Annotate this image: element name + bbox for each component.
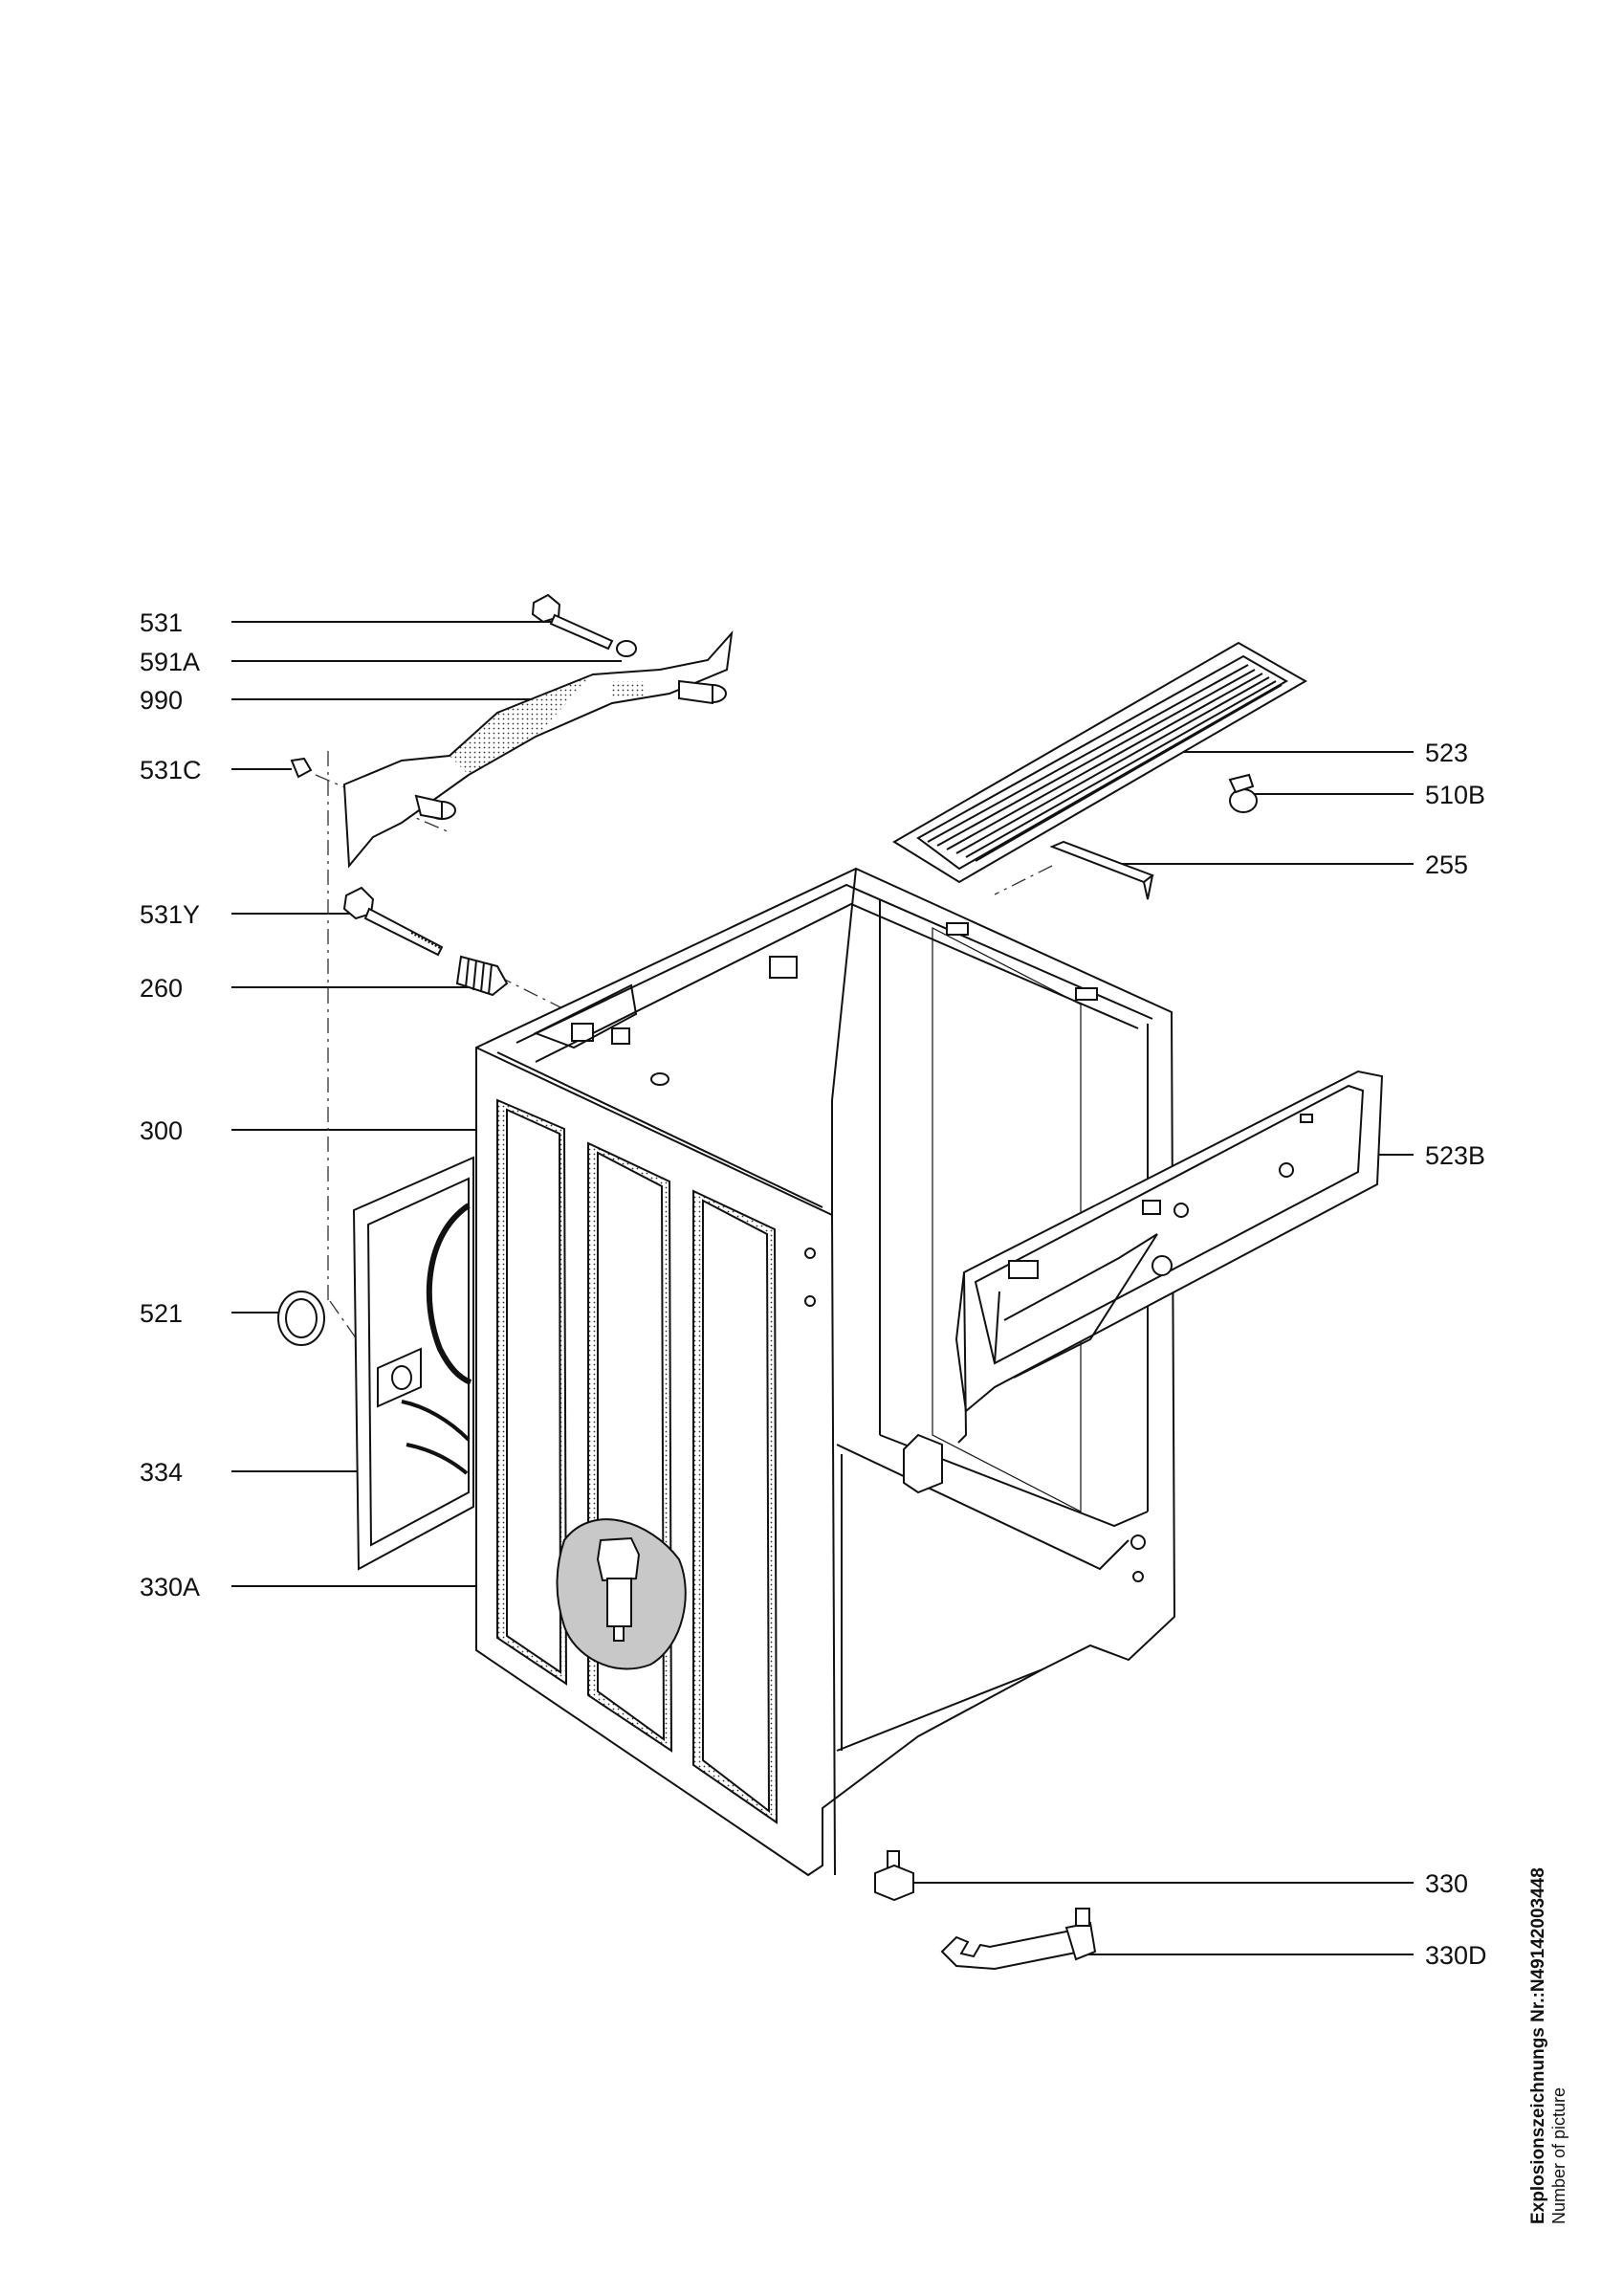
part-label-255: 255: [1425, 850, 1469, 879]
wrench-330D: [940, 1908, 1097, 1971]
drawing-number-caption: Explosionszeichnungs Nr.:N49142003448 Nu…: [1528, 1867, 1569, 2224]
rear-panel-334: [352, 1156, 474, 1571]
part-label-990: 990: [140, 686, 184, 715]
part-label-330A: 330A: [140, 1573, 201, 1601]
part-label-334: 334: [140, 1458, 184, 1487]
damper-330A: [556, 1518, 687, 1670]
strip-255: [1049, 840, 1155, 900]
part-label-300: 300: [140, 1116, 184, 1145]
part-label-523: 523: [1425, 739, 1469, 767]
crossbar-990: [342, 629, 734, 869]
grommet-521: [277, 1291, 325, 1346]
drawing-number-subtitle: Number of picture: [1548, 2086, 1568, 2224]
drawing-number: Explosionszeichnungs Nr.:N49142003448: [1528, 1867, 1548, 2224]
part-label-531Y: 531Y: [140, 900, 201, 929]
part-label-330: 330: [1425, 1869, 1469, 1898]
part-label-591A: 591A: [140, 648, 201, 676]
screw-531C: [290, 757, 313, 779]
spring-260: [455, 955, 509, 997]
part-label-260: 260: [140, 974, 184, 1003]
clip-510B: [1228, 773, 1258, 813]
cabinet-300: [475, 867, 1176, 1877]
part-label-510B: 510B: [1425, 781, 1486, 809]
foot-330: [874, 1850, 914, 1902]
top-plate-523: [892, 641, 1308, 884]
part-label-531C: 531C: [140, 756, 202, 784]
bolt-531Y: [342, 886, 444, 957]
part-label-330D: 330D: [1425, 1941, 1487, 1970]
bolt-531: [531, 593, 637, 657]
part-label-523B: 523B: [1425, 1141, 1486, 1170]
part-label-521: 521: [140, 1299, 184, 1328]
panel-frame-523B: [954, 1070, 1384, 1444]
part-label-531: 531: [140, 608, 184, 637]
